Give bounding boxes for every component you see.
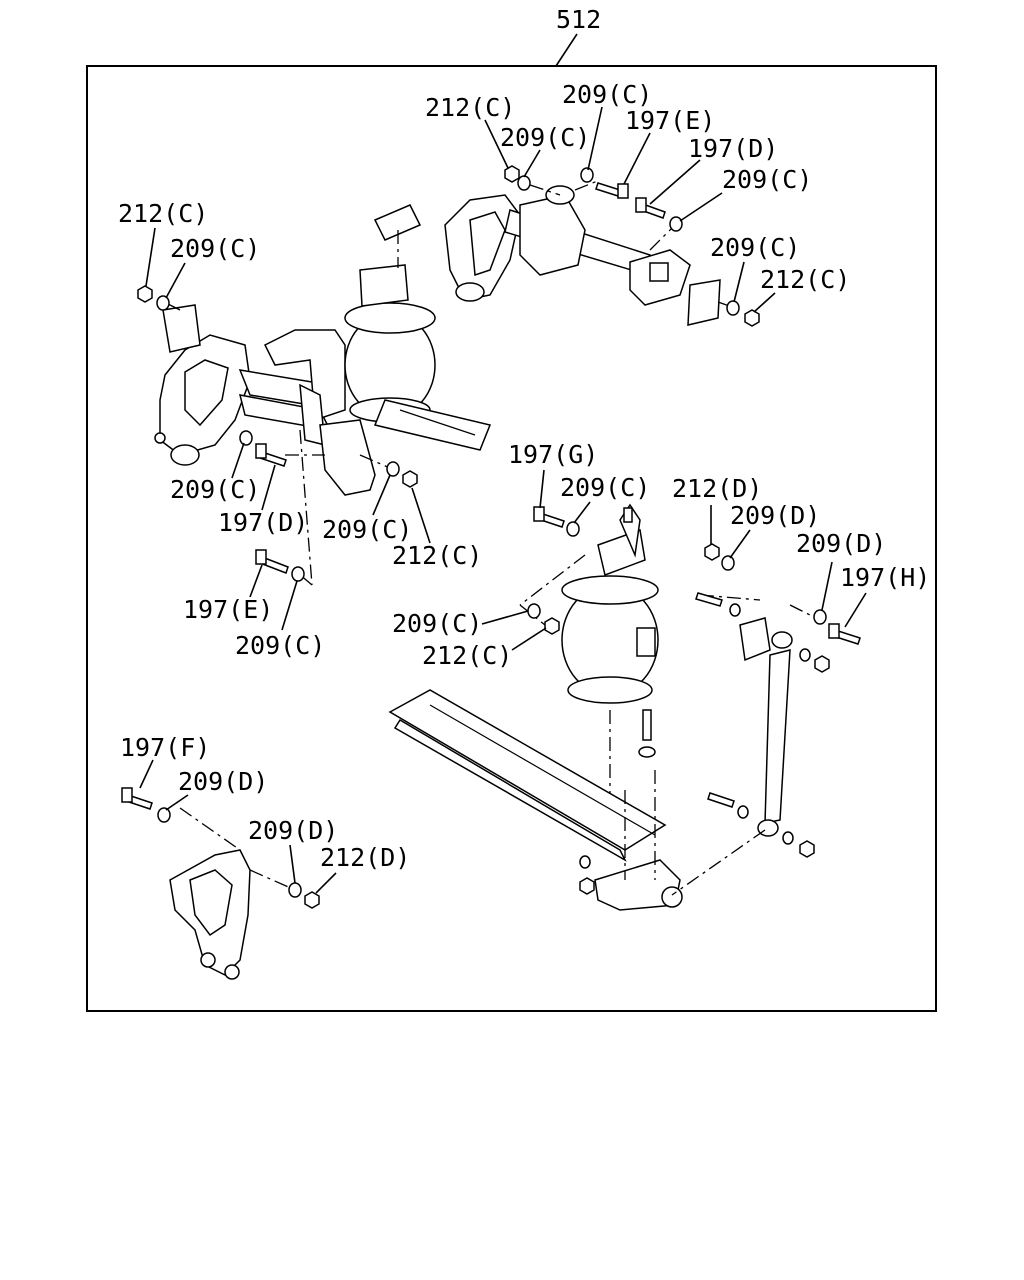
- callout-label: 212(C): [760, 265, 850, 294]
- callout-label: 209(C): [500, 123, 590, 152]
- diagram-frame: [86, 65, 937, 1012]
- callout-label: 197(F): [120, 733, 210, 762]
- callout-label: 209(C): [235, 631, 325, 660]
- callout-label: 209(D): [730, 501, 820, 530]
- callout-labels: 212(C) 209(C) 209(C) 197(E) 197(D) 209(C…: [118, 80, 930, 872]
- leader-lines: [139, 106, 867, 894]
- callout-label: 209(C): [722, 165, 812, 194]
- callout-label: 209(C): [170, 475, 260, 504]
- callout-label: 209(C): [322, 515, 412, 544]
- group-ref-label: 512: [556, 5, 601, 34]
- hardware-icons: [121, 165, 861, 909]
- lower-left-bracket: [169, 807, 296, 980]
- callout-label: 212(C): [118, 199, 208, 228]
- callout-label: 197(E): [183, 595, 273, 624]
- callout-label: 209(C): [560, 473, 650, 502]
- callout-label: 212(C): [422, 641, 512, 670]
- callout-label: 209(C): [392, 609, 482, 638]
- callout-label: 197(G): [508, 440, 598, 469]
- callout-label: 209(C): [170, 234, 260, 263]
- callout-label: 212(D): [320, 843, 410, 872]
- callout-label: 197(E): [625, 106, 715, 135]
- callout-label: 209(D): [796, 529, 886, 558]
- callout-label: 209(D): [248, 816, 338, 845]
- upper-axle-assembly: [154, 179, 736, 586]
- lower-air-spring-assembly: [388, 503, 811, 911]
- callout-label: 197(D): [688, 134, 778, 163]
- callout-label: 197(D): [218, 508, 308, 537]
- callout-label: 209(C): [710, 233, 800, 262]
- callout-label: 209(C): [562, 80, 652, 109]
- callout-label: 212(D): [672, 474, 762, 503]
- callout-label: 212(C): [392, 541, 482, 570]
- callout-label: 209(D): [178, 767, 268, 796]
- callout-label: 197(H): [840, 563, 930, 592]
- callout-label: 212(C): [425, 93, 515, 122]
